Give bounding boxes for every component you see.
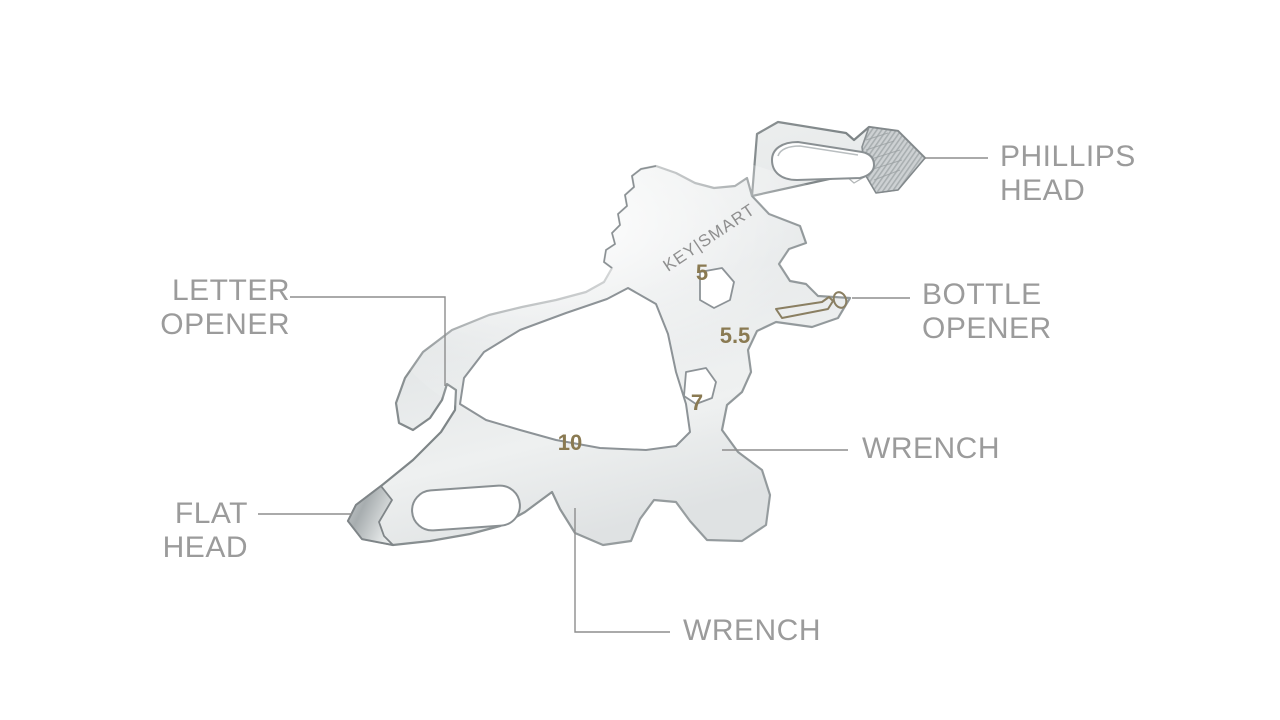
callout-bottle-opener: BOTTLE OPENER bbox=[922, 278, 1052, 345]
callout-letter-opener: LETTER OPENER bbox=[160, 274, 290, 341]
engraving-size-10: 10 bbox=[558, 430, 582, 455]
wrench-notches bbox=[683, 267, 735, 405]
oblong-slot bbox=[411, 484, 521, 532]
flat-head-tip bbox=[347, 485, 394, 546]
phillips-head-tip bbox=[845, 126, 926, 194]
teardrop-slot bbox=[770, 140, 876, 182]
callout-wrench-right: WRENCH bbox=[862, 432, 1000, 465]
engraving-size-5: 5 bbox=[696, 260, 708, 285]
engraving-size-5-5: 5.5 bbox=[720, 323, 751, 348]
callout-wrench-bottom: WRENCH bbox=[683, 614, 821, 647]
engraving-size-7: 7 bbox=[691, 390, 703, 415]
callout-flat-head: FLAT HEAD bbox=[162, 497, 248, 564]
bottle-opener-engraving bbox=[775, 291, 848, 319]
callout-phillips-head: PHILLIPS HEAD bbox=[1000, 140, 1136, 207]
letter-opener-serrations bbox=[603, 165, 657, 269]
center-wrench-cutout bbox=[459, 287, 691, 451]
